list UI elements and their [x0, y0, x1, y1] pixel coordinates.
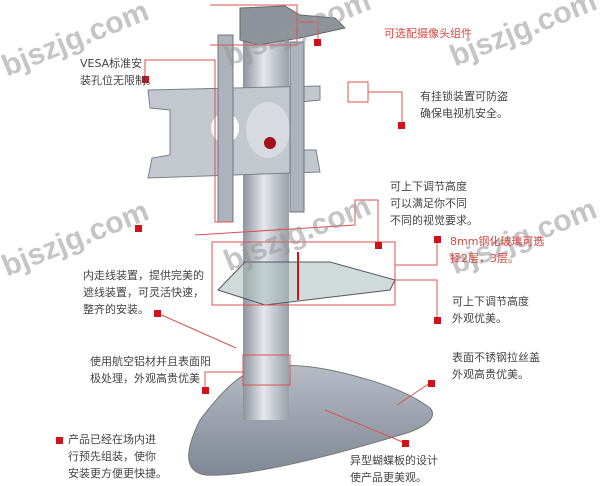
label-glass: 8mm钢化玻璃可选择2层，3层。	[450, 233, 544, 267]
label-line: 可以满足你不同	[390, 197, 467, 210]
label-preassembled: 产品已经在场内进行预先组装，使你安装更方便更快捷。	[68, 431, 167, 482]
marker	[314, 39, 321, 46]
label-camera: 可选配摄像头组件	[384, 27, 472, 40]
marker	[202, 387, 209, 394]
label-steel: 表面不锈钢拉丝盖外观高贵优美。	[452, 349, 540, 383]
label-line: 装孔位无限制。	[80, 74, 157, 87]
label-line: 确保电视机安全。	[420, 107, 508, 120]
label-cable: 内走线装置，提供完美的遮线装置，可灵活快速， 整齐的安装。	[83, 267, 204, 318]
vesa-rail-right	[289, 41, 305, 213]
label-line: 外观高贵优美。	[452, 368, 529, 381]
label-line: 遮线装置，可灵活快速，	[83, 286, 204, 299]
marker	[154, 310, 161, 317]
marker	[428, 380, 435, 387]
label-line: VESA标准安	[80, 57, 143, 70]
label-line: 可上下调节高度	[390, 180, 467, 193]
label-base: 异型蝴蝶板的设计使产品更美观。	[350, 452, 438, 486]
label-line: 使产品更美观。	[350, 471, 427, 484]
label-line: 极处理，外观高贵优美	[90, 372, 200, 385]
label-line: 产品已经在场内进	[68, 433, 156, 446]
pole	[243, 20, 289, 420]
label-shelf-height: 可上下调节高度外观优美。	[452, 293, 529, 327]
label-line: 有挂锁装置可防盗	[420, 90, 508, 103]
marker	[398, 122, 405, 129]
label-aluminum: 使用航空铝材并且表面阳极处理，外观高贵优美	[90, 353, 211, 387]
label-line: 安装更方便更快捷。	[68, 467, 167, 480]
marker	[142, 76, 149, 83]
label-height: 可上下调节高度可以满足你不同不同的视觉要求。	[390, 178, 478, 229]
marker	[135, 225, 142, 232]
label-line: 外观优美。	[452, 312, 507, 325]
label-line: 异型蝴蝶板的设计	[350, 454, 438, 467]
label-line: 内走线装置，提供完美的	[83, 269, 204, 282]
label-line: 表面不锈钢拉丝盖	[452, 351, 540, 364]
label-lock: 有挂锁装置可防盗确保电视机安全。	[420, 88, 508, 122]
marker	[402, 440, 409, 447]
label-line: 整齐的安装。	[83, 303, 149, 316]
marker	[56, 437, 63, 444]
label-line: 择2层，3层。	[450, 252, 519, 265]
marker	[434, 236, 441, 243]
marker	[375, 242, 382, 249]
marker	[434, 317, 441, 324]
camera-mount	[239, 5, 346, 46]
label-vesa: VESA标准安装孔位无限制。	[80, 55, 157, 89]
label-line: 行预先组装，使你	[68, 450, 156, 463]
label-line: 8mm钢化玻璃可选	[450, 235, 545, 248]
label-line: 不同的视觉要求。	[390, 214, 478, 227]
label-line: 使用航空铝材并且表面阳	[90, 355, 211, 368]
label-line: 可上下调节高度	[452, 295, 529, 308]
